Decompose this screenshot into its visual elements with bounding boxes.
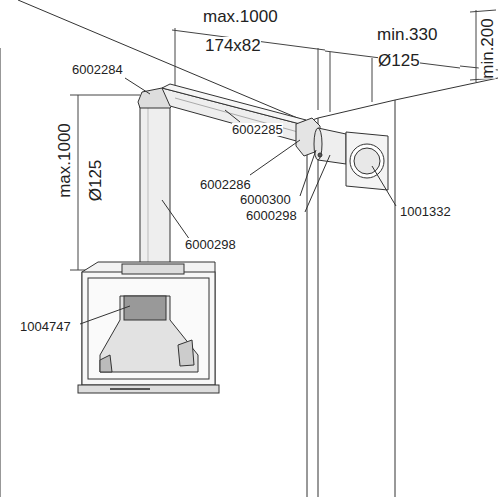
callout-number: 6000298	[246, 209, 297, 222]
callout-number: 1001332	[400, 205, 451, 218]
dimension-text: Ø125	[378, 52, 420, 69]
rectangular-duct	[162, 84, 306, 142]
dimension-text: max.1000	[203, 8, 278, 25]
leader-lines	[80, 78, 396, 324]
dimension-text: Ø125	[88, 159, 105, 201]
dimension-text: 174x82	[205, 37, 261, 54]
callout-number: 6002284	[72, 63, 123, 76]
stove	[78, 262, 219, 393]
duct-adaptor	[296, 118, 346, 164]
dimension-text: max.1000	[55, 123, 72, 198]
callout-number: 1004747	[20, 320, 71, 333]
callout-number: 6000298	[185, 238, 236, 251]
vertical-pipe	[140, 100, 170, 272]
callout-number: 6002286	[200, 178, 251, 191]
dimension-lines	[70, 10, 498, 270]
dimension-text: min.200	[478, 18, 495, 78]
dimension-text: min.330	[377, 26, 437, 43]
callout-number: 6002285	[232, 123, 283, 136]
callout-number: 6000300	[240, 193, 291, 206]
